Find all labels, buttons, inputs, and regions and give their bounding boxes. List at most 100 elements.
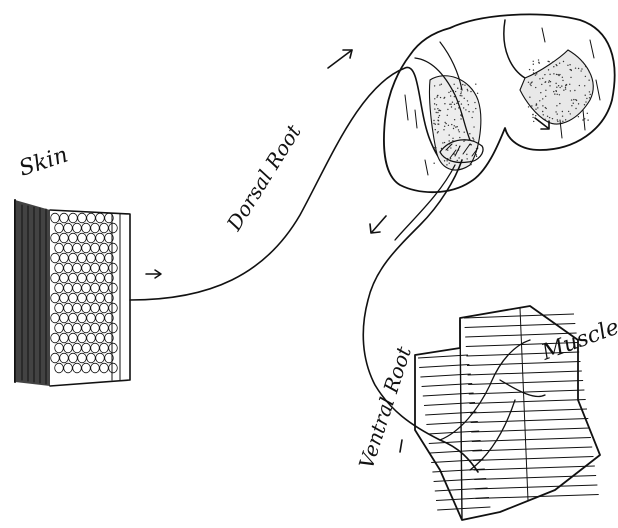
stipple-dot <box>533 61 534 62</box>
stipple-dot <box>571 105 572 106</box>
stipple-dot <box>446 164 447 165</box>
stipple-dot <box>559 63 560 64</box>
stipple-dot <box>470 163 471 164</box>
stipple-dot <box>435 147 436 148</box>
muscle-fiber-band <box>429 441 481 444</box>
skin-cell <box>64 303 73 313</box>
stipple-dot <box>475 83 476 84</box>
stipple-dot <box>460 95 461 96</box>
skin-cell <box>78 273 87 283</box>
stipple-dot <box>462 84 463 85</box>
muscle-fiber-band <box>470 409 587 413</box>
stipple-dot <box>548 61 549 62</box>
skin-cell <box>73 303 82 313</box>
muscle-fiber-band <box>474 466 595 470</box>
stipple-dot <box>535 74 536 75</box>
stipple-dot <box>447 115 448 116</box>
muscle-block: Muscle <box>415 306 618 520</box>
muscle-fiber-band <box>426 422 477 425</box>
stipple-dot <box>476 154 477 155</box>
skin-cell <box>69 273 78 283</box>
skin-cell <box>87 293 96 303</box>
sensory-nerve: Dorsal Root <box>130 50 458 300</box>
stipple-dot <box>562 77 563 78</box>
skin-cell <box>91 283 100 293</box>
stipple-dot <box>451 124 452 125</box>
skin-cell <box>87 233 96 243</box>
stipple-dot <box>556 94 557 95</box>
stipple-dot <box>552 118 553 119</box>
stipple-dot <box>467 100 468 101</box>
arrow-ventral-shaft <box>372 216 386 232</box>
stipple-dot <box>575 108 576 109</box>
stipple-dot <box>448 140 449 141</box>
skin-cell <box>73 283 82 293</box>
skin-cell <box>78 333 87 343</box>
stipple-dot <box>453 128 454 129</box>
stipple-dot <box>455 91 456 92</box>
skin-cell <box>55 243 64 253</box>
skin-cell <box>82 303 91 313</box>
skin-cell <box>100 263 109 273</box>
stipple-dot <box>447 149 448 150</box>
motor-nerve: Ventral Root <box>354 160 478 472</box>
skin-cell <box>96 273 105 283</box>
skin-cell <box>64 263 73 273</box>
stipple-dot <box>567 65 568 66</box>
skin-cell <box>78 233 87 243</box>
stipple-dot <box>435 129 436 130</box>
skin-cell <box>109 303 118 313</box>
stipple-dot <box>454 119 455 120</box>
skin-cell <box>51 253 60 263</box>
stipple-dot <box>561 85 562 86</box>
skin-cell <box>87 213 96 223</box>
stipple-dot <box>535 87 536 88</box>
skin-cell <box>73 263 82 273</box>
skin-cell-layer-outline <box>50 210 130 386</box>
stipple-dot <box>532 114 533 115</box>
muscle-fiber-band <box>423 393 474 396</box>
stipple-dot <box>542 111 543 112</box>
skin-cell <box>91 363 100 373</box>
stipple-dot <box>438 117 439 118</box>
muscle-fiber-band <box>419 365 469 368</box>
skin-cell <box>51 273 60 283</box>
skin-cell <box>109 243 118 253</box>
skin-cell <box>82 243 91 253</box>
skin-cell <box>64 223 73 233</box>
skin-cell <box>51 293 60 303</box>
stipple-dot <box>578 103 579 104</box>
skin-cell <box>69 313 78 323</box>
stipple-dot <box>467 89 468 90</box>
skin-cell <box>100 363 109 373</box>
skin-cell <box>60 313 69 323</box>
stipple-dot <box>549 74 550 75</box>
stipple-dot <box>538 59 539 60</box>
muscle-fiber-band <box>468 381 583 385</box>
stipple-dot <box>586 98 587 99</box>
stipple-dot <box>464 131 465 132</box>
skin-cell <box>96 213 105 223</box>
skin-cell <box>82 363 91 373</box>
stipple-dot <box>585 66 586 67</box>
stipple-dot <box>461 103 462 104</box>
stipple-dot <box>456 145 457 146</box>
skin-cell <box>96 353 105 363</box>
stipple-dot <box>557 113 558 114</box>
stipple-dot <box>444 122 445 123</box>
stipple-dot <box>570 113 571 114</box>
skin-dark-layer <box>15 200 50 386</box>
skin-cell <box>55 323 64 333</box>
stipple-dot <box>439 84 440 85</box>
skin-cell <box>82 343 91 353</box>
stipple-dot <box>532 117 533 118</box>
stipple-dot <box>545 90 546 91</box>
stipple-dot <box>565 119 566 120</box>
stipple-dot <box>569 64 570 65</box>
stipple-dot <box>451 106 452 107</box>
stipple-dot <box>562 80 563 81</box>
dorsal-fissure <box>504 20 525 78</box>
stipple-dot <box>535 115 536 116</box>
stipple-dot <box>555 90 556 91</box>
